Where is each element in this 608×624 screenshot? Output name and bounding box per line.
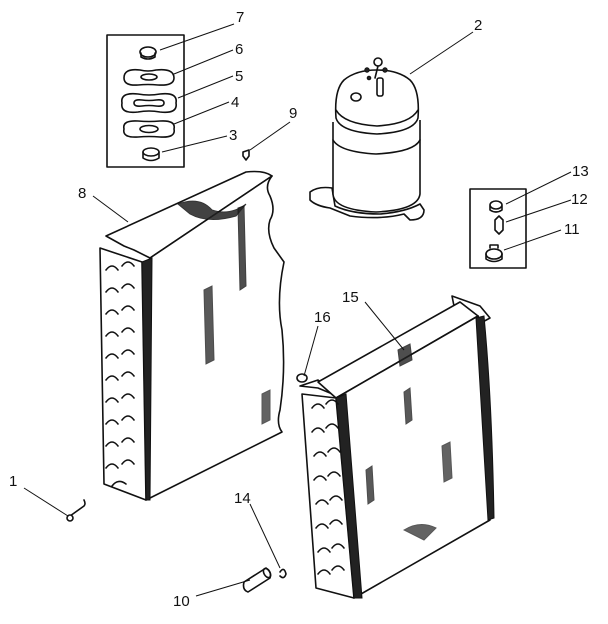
callout-3: 3 — [229, 127, 237, 144]
part-15-right-coil — [299, 295, 495, 599]
callout-10: 10 — [173, 593, 190, 610]
right-coil-hairpins — [311, 399, 345, 575]
callout-8: 8 — [78, 185, 86, 202]
left-coil-hairpins — [105, 261, 135, 487]
callout-15: 15 — [342, 289, 359, 306]
part-16-bolt — [296, 373, 308, 383]
part-2-compressor — [309, 57, 425, 221]
callout-9: 9 — [289, 105, 297, 122]
callout-6: 6 — [235, 41, 243, 58]
callout-labels: 7 6 5 4 3 2 9 8 13 12 11 15 16 1 14 10 — [9, 9, 589, 610]
mount-kit-card — [106, 34, 185, 168]
callout-13: 13 — [572, 163, 589, 180]
callout-16: 16 — [314, 309, 331, 326]
part-13-cap — [489, 200, 503, 213]
part-11-valve — [485, 244, 503, 263]
callout-12: 12 — [571, 191, 588, 208]
leader-lines — [23, 23, 572, 597]
part-4-spacer — [122, 120, 176, 138]
callout-4: 4 — [231, 94, 239, 111]
part-1-fitting — [66, 499, 86, 522]
part-7-nut — [139, 46, 157, 60]
part-9-screw — [242, 149, 250, 161]
callout-7: 7 — [236, 9, 244, 26]
callout-14: 14 — [234, 490, 251, 507]
callout-11: 11 — [564, 221, 580, 238]
callout-1: 1 — [9, 473, 17, 490]
part-10-tube — [242, 567, 272, 593]
callout-2: 2 — [474, 17, 482, 34]
part-3-bushing — [142, 147, 160, 162]
valve-kit-card — [469, 188, 527, 269]
part-6-washer — [123, 68, 175, 86]
callout-5: 5 — [235, 68, 243, 85]
part-12-core — [494, 215, 504, 235]
part-14-clip — [279, 568, 287, 579]
part-5-grommet — [121, 92, 177, 114]
part-8-left-coil — [99, 170, 285, 501]
